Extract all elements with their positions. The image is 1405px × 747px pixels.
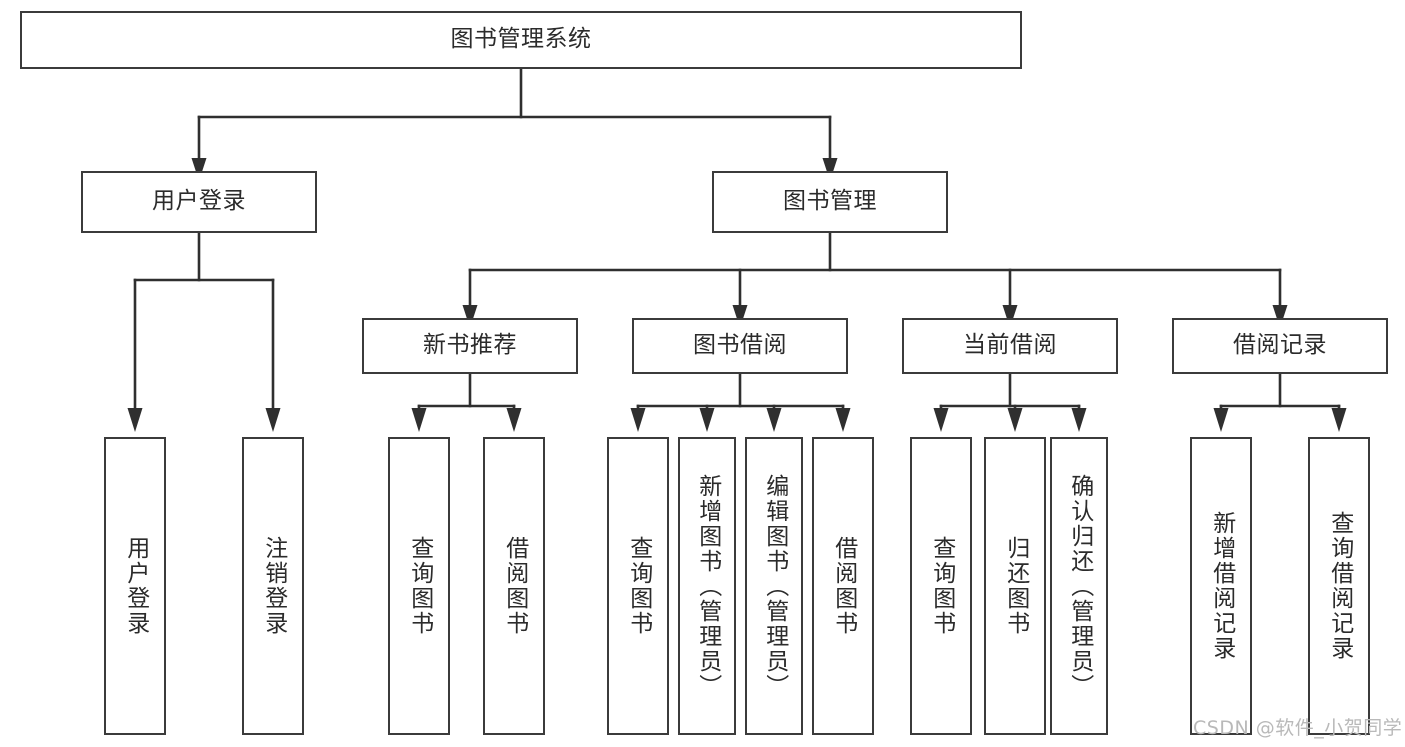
node-user-login[interactable]: 用户登录 (81, 171, 317, 233)
node-leaf-confirm-return-admin-label: 确认归还（管理员） (1066, 473, 1093, 699)
node-leaf-borrow-book-1[interactable]: 借阅图书 (483, 437, 545, 735)
node-book-management[interactable]: 图书管理 (712, 171, 948, 233)
node-borrow-record-label: 借阅记录 (1233, 332, 1327, 359)
node-leaf-query-book-2-label: 查询图书 (625, 536, 652, 636)
node-leaf-logout-label: 注销登录 (260, 536, 287, 636)
node-leaf-query-book-2[interactable]: 查询图书 (607, 437, 669, 735)
node-leaf-query-borrow-record[interactable]: 查询借阅记录 (1308, 437, 1370, 735)
node-leaf-user-login[interactable]: 用户登录 (104, 437, 166, 735)
node-leaf-user-login-label: 用户登录 (122, 536, 149, 636)
node-leaf-query-borrow-record-label: 查询借阅记录 (1326, 511, 1353, 661)
node-leaf-return-book-label: 归还图书 (1002, 536, 1029, 636)
node-book-management-label: 图书管理 (783, 188, 877, 215)
csdn-watermark: CSDN @软件_小贺同学 (1193, 717, 1403, 739)
node-leaf-confirm-return-admin[interactable]: 确认归还（管理员） (1050, 437, 1108, 735)
node-leaf-add-book-admin[interactable]: 新增图书（管理员） (678, 437, 736, 735)
node-leaf-query-book-3[interactable]: 查询图书 (910, 437, 972, 735)
node-root[interactable]: 图书管理系统 (20, 11, 1022, 69)
node-new-book-recommend-label: 新书推荐 (423, 332, 517, 359)
node-leaf-borrow-book-2[interactable]: 借阅图书 (812, 437, 874, 735)
node-leaf-query-book-1[interactable]: 查询图书 (388, 437, 450, 735)
node-leaf-borrow-book-1-label: 借阅图书 (501, 536, 528, 636)
node-root-label: 图书管理系统 (450, 26, 592, 53)
node-leaf-logout[interactable]: 注销登录 (242, 437, 304, 735)
node-leaf-query-book-3-label: 查询图书 (928, 536, 955, 636)
node-leaf-edit-book-admin-label: 编辑图书（管理员） (761, 473, 788, 699)
node-leaf-borrow-book-2-label: 借阅图书 (830, 536, 857, 636)
node-leaf-edit-book-admin[interactable]: 编辑图书（管理员） (745, 437, 803, 735)
node-leaf-return-book[interactable]: 归还图书 (984, 437, 1046, 735)
node-leaf-add-borrow-record-label: 新增借阅记录 (1208, 511, 1235, 661)
node-leaf-add-book-admin-label: 新增图书（管理员） (694, 473, 721, 699)
node-current-borrow-label: 当前借阅 (963, 332, 1057, 359)
node-book-borrow-label: 图书借阅 (693, 332, 787, 359)
node-leaf-query-book-1-label: 查询图书 (406, 536, 433, 636)
node-borrow-record[interactable]: 借阅记录 (1172, 318, 1388, 374)
node-book-borrow[interactable]: 图书借阅 (632, 318, 848, 374)
node-current-borrow[interactable]: 当前借阅 (902, 318, 1118, 374)
node-user-login-label: 用户登录 (152, 188, 246, 215)
node-leaf-add-borrow-record[interactable]: 新增借阅记录 (1190, 437, 1252, 735)
node-new-book-recommend[interactable]: 新书推荐 (362, 318, 578, 374)
